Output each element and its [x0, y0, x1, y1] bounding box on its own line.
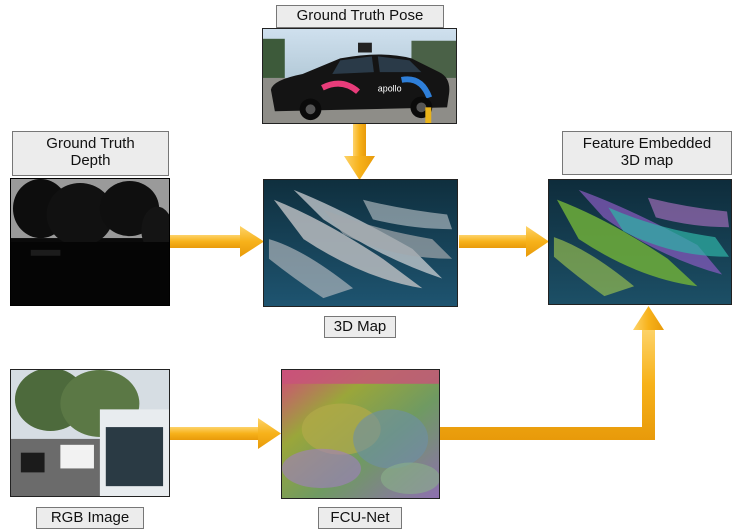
car-brand-text: apollo — [378, 84, 402, 94]
arrow-rgb-to-fcunet — [170, 418, 281, 449]
ground-truth-depth-text-line2: Depth — [70, 152, 111, 169]
ground-truth-pose-image: apollo — [262, 28, 457, 124]
ground-truth-pose-label: Ground Truth Pose — [276, 5, 444, 28]
arrow-fcunet-to-feature — [440, 306, 664, 440]
map-3d-image — [263, 179, 458, 307]
arrow-map-to-feature — [459, 226, 549, 257]
rgb-image-text: RGB Image — [50, 509, 130, 526]
feature-map-text-line1: Feature Embedded — [582, 135, 712, 152]
arrow-depth-to-map — [170, 226, 264, 257]
rgb-image-label: RGB Image — [36, 507, 144, 529]
ground-truth-depth-image — [10, 178, 170, 306]
fcu-net-image — [281, 369, 440, 499]
map-3d-text: 3D Map — [333, 318, 387, 335]
arrow-pose-to-map — [344, 124, 375, 180]
feature-map-label: Feature Embedded 3D map — [562, 131, 732, 175]
map-3d-label: 3D Map — [324, 316, 396, 338]
fcu-net-label: FCU-Net — [318, 507, 402, 529]
rgb-image — [10, 369, 170, 497]
fcu-net-text: FCU-Net — [330, 509, 390, 526]
feature-map-image — [548, 179, 732, 305]
ground-truth-pose-text: Ground Truth Pose — [296, 7, 424, 24]
ground-truth-depth-label: Ground Truth Depth — [12, 131, 169, 176]
feature-map-text-line2: 3D map — [620, 152, 674, 169]
ground-truth-depth-text-line1: Ground Truth — [46, 135, 135, 152]
